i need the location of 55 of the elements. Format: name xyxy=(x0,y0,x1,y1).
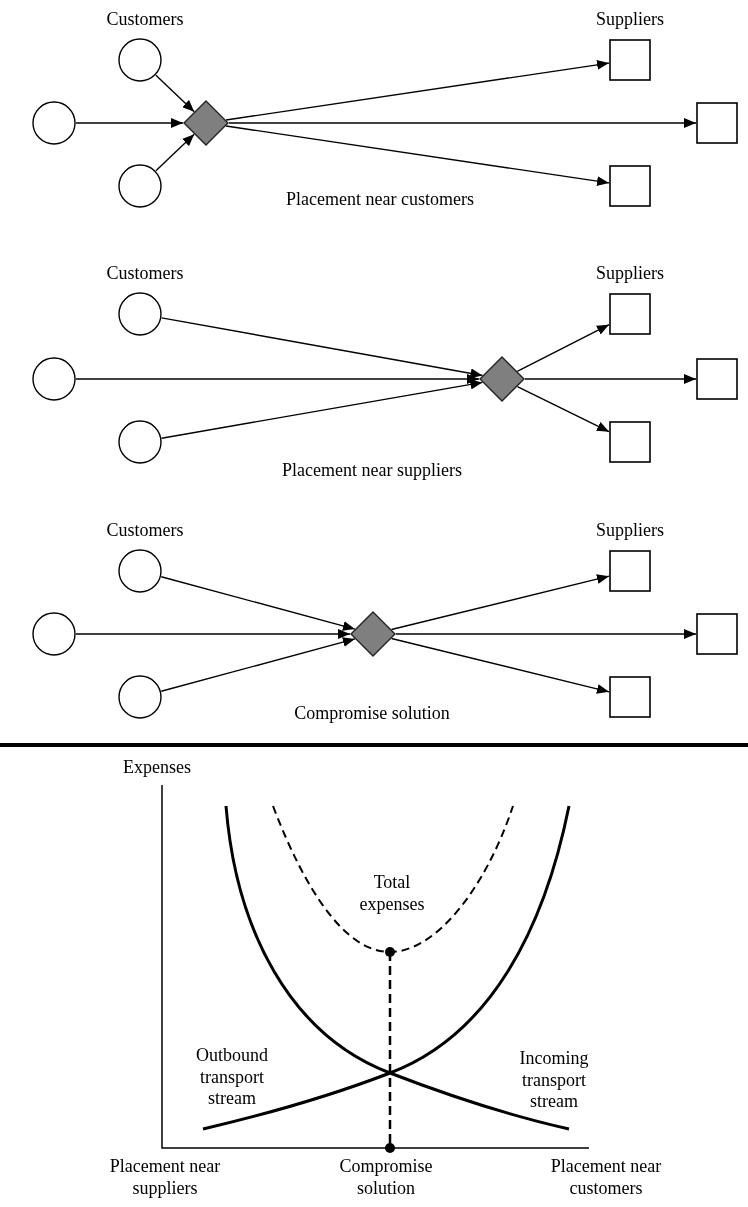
arrow xyxy=(390,637,610,694)
arrow xyxy=(395,629,697,639)
curve-label: Incoming transport stream xyxy=(518,1047,590,1113)
heading-label: Suppliers xyxy=(596,520,664,542)
arrow xyxy=(160,317,484,379)
supplier-square xyxy=(609,421,651,463)
customer-circle xyxy=(32,357,76,401)
supplier-square xyxy=(696,613,738,655)
panel-caption: Compromise solution xyxy=(294,703,450,725)
curve-label: Outbound transport stream xyxy=(195,1044,269,1110)
warehouse-diamond xyxy=(350,611,396,657)
customer-circle xyxy=(118,675,162,719)
customer-circle xyxy=(32,101,76,145)
supplier-square xyxy=(609,39,651,81)
supplier-square xyxy=(696,102,738,144)
arrow xyxy=(390,574,610,631)
arrow xyxy=(160,576,356,631)
heading-label: Suppliers xyxy=(596,263,664,285)
arrow xyxy=(75,118,184,128)
heading-label: Customers xyxy=(106,9,184,31)
arrow xyxy=(516,385,610,433)
arrow xyxy=(155,133,195,172)
supplier-square xyxy=(696,358,738,400)
panel-caption: Placement near customers xyxy=(286,189,474,211)
arrow xyxy=(225,59,610,121)
customer-circle xyxy=(118,420,162,464)
customer-circle xyxy=(118,292,162,336)
arrow xyxy=(516,323,610,372)
warehouse-diamond xyxy=(479,356,525,402)
heading-label: Suppliers xyxy=(596,9,664,31)
customer-circle xyxy=(118,38,162,82)
arrow xyxy=(524,374,697,384)
heading-label: Customers xyxy=(106,520,184,542)
arrow xyxy=(160,379,484,439)
customer-circle xyxy=(32,612,76,656)
heading-label: Customers xyxy=(106,263,184,285)
customer-circle xyxy=(118,549,162,593)
arrow xyxy=(75,629,351,639)
arrow xyxy=(155,74,195,113)
supplier-square xyxy=(609,293,651,335)
arrow xyxy=(75,374,480,384)
arrow xyxy=(225,125,610,187)
arrow xyxy=(160,637,356,692)
axis-tick-label: Placement near suppliers xyxy=(108,1156,222,1200)
customer-circle xyxy=(118,164,162,208)
supplier-square xyxy=(609,550,651,592)
axis-tick-label: Placement near customers xyxy=(549,1156,663,1200)
axis-tick-label: Compromise solution xyxy=(338,1156,434,1200)
arrow xyxy=(228,118,697,128)
supplier-square xyxy=(609,676,651,718)
warehouse-diamond xyxy=(183,100,229,146)
supplier-square xyxy=(609,165,651,207)
panel-caption: Placement near suppliers xyxy=(282,460,462,482)
axis-label: Expenses xyxy=(123,757,191,779)
curve-label: Total expenses xyxy=(358,872,426,916)
